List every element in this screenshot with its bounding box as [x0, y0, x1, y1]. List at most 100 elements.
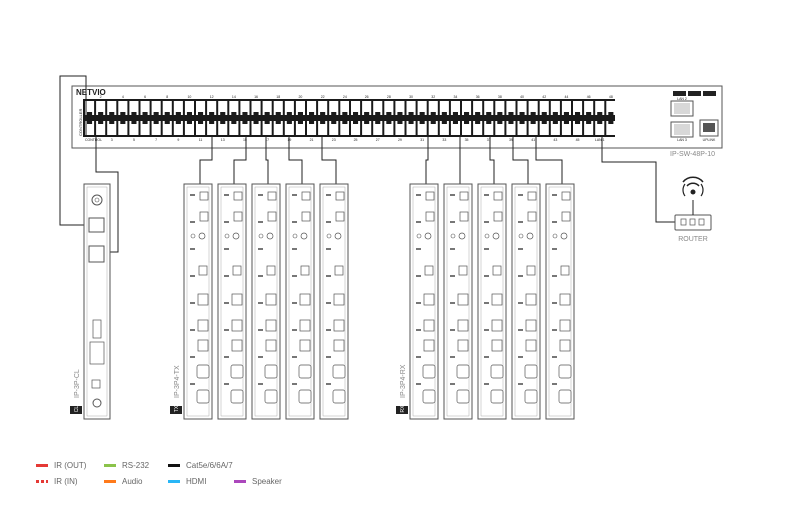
rj45-port — [107, 101, 117, 115]
cl-jack — [91, 194, 103, 206]
port-legend-mark — [190, 248, 195, 250]
port-number-bottom: 9 — [177, 138, 179, 142]
rj45-port — [96, 121, 106, 135]
port-number-bottom: 39 — [509, 138, 513, 142]
port-number-top: 36 — [476, 95, 480, 99]
port-number-top: 4 — [122, 95, 124, 99]
terminal-block — [299, 339, 311, 352]
rj45-port-tab — [430, 112, 436, 115]
rj45-port — [428, 121, 438, 135]
status-badge — [688, 91, 701, 96]
rj45-port — [561, 211, 571, 222]
port-number-bottom: 7 — [155, 138, 157, 142]
rj45-port — [484, 101, 494, 115]
terminal-block — [265, 319, 277, 332]
port-number-bottom: 37 — [487, 138, 491, 142]
cat-cable-tx — [321, 136, 337, 196]
rj45-port-tab — [475, 112, 481, 115]
port-legend-mark — [552, 221, 557, 223]
rj45-port — [561, 191, 571, 201]
port-legend-mark — [292, 356, 297, 358]
rj45-port-tab — [364, 112, 370, 115]
rj45-port — [96, 101, 106, 115]
rj45-port-tab — [408, 121, 414, 124]
hdmi-port — [332, 364, 346, 379]
control-unit-cl — [83, 183, 111, 420]
rj45-port — [329, 101, 339, 115]
terminal-block — [299, 319, 311, 332]
rj45-port — [493, 191, 503, 201]
rj45-port-tab — [198, 112, 204, 115]
rj45-port-tab — [331, 112, 337, 115]
rj45-port — [450, 121, 460, 135]
rj45-port-tab — [386, 121, 392, 124]
cat-cable-cl-control — [59, 75, 92, 226]
ir-jack — [458, 232, 466, 240]
tx-unit-inner-edge — [220, 186, 244, 417]
port-number-top: 26 — [365, 95, 369, 99]
ir-jack — [560, 232, 568, 240]
cl-inner-edge — [86, 186, 108, 417]
port-legend-mark — [450, 248, 455, 250]
terminal-block — [231, 319, 243, 332]
rj45-port-tab — [452, 121, 458, 124]
rj45-port — [595, 101, 605, 115]
rj45-port — [462, 121, 472, 135]
terminal-block — [197, 293, 209, 306]
rj45-port — [528, 101, 538, 115]
port-legend-mark — [552, 329, 557, 331]
rj45-port — [233, 191, 243, 201]
hdmi-port — [298, 389, 312, 404]
rj45-port — [218, 101, 228, 115]
port-legend-mark — [326, 356, 331, 358]
port-legend-mark — [518, 329, 523, 331]
rj45-port — [335, 211, 345, 222]
rj45-port — [196, 101, 206, 115]
rj45-port — [493, 211, 503, 222]
rj45-port-tab — [486, 112, 492, 115]
led-indicator — [224, 233, 230, 239]
rj45-port-tab — [441, 121, 447, 124]
port-legend-mark — [326, 221, 331, 223]
port-number-top: 32 — [431, 95, 435, 99]
port-legend-mark — [552, 356, 557, 358]
port-legend-mark — [326, 275, 331, 277]
hdmi-port — [558, 364, 572, 379]
port-number-top: 18 — [276, 95, 280, 99]
rj45-port — [373, 121, 383, 135]
port-number-top: 44 — [564, 95, 568, 99]
rj45-port — [439, 121, 449, 135]
port-legend-mark — [292, 302, 297, 304]
rj45-port — [340, 121, 350, 135]
rj45-port — [267, 191, 277, 201]
port-legend-mark — [190, 356, 195, 358]
ir-jack — [334, 232, 342, 240]
rj45-port-tab — [441, 112, 447, 115]
rj45-port-tab — [464, 112, 470, 115]
rj45-port — [318, 121, 328, 135]
terminal-block — [491, 319, 503, 332]
rj45-port — [118, 101, 128, 115]
port-number-bottom: CONTROL — [85, 138, 102, 142]
rj45-port-tab — [519, 121, 525, 124]
port-number-top: 20 — [298, 95, 302, 99]
rj45-port — [229, 101, 239, 115]
terminal-block — [231, 293, 243, 306]
rj45-port-tab — [608, 112, 614, 115]
port-legend-mark — [258, 383, 263, 385]
rj45-port-tab — [142, 121, 148, 124]
rj45-port — [162, 101, 172, 115]
rj45-port-tab — [508, 121, 514, 124]
rj45-port-tab — [353, 121, 359, 124]
port-legend-mark — [552, 248, 557, 250]
ir-jack — [526, 232, 534, 240]
port-legend-mark — [484, 356, 489, 358]
rj45-port-tab — [309, 121, 315, 124]
port-legend-mark — [258, 194, 263, 196]
router-label: ROUTER — [678, 236, 708, 243]
port-number-top: 16 — [254, 95, 258, 99]
hdmi-port — [490, 389, 504, 404]
rj45-port — [459, 211, 469, 222]
